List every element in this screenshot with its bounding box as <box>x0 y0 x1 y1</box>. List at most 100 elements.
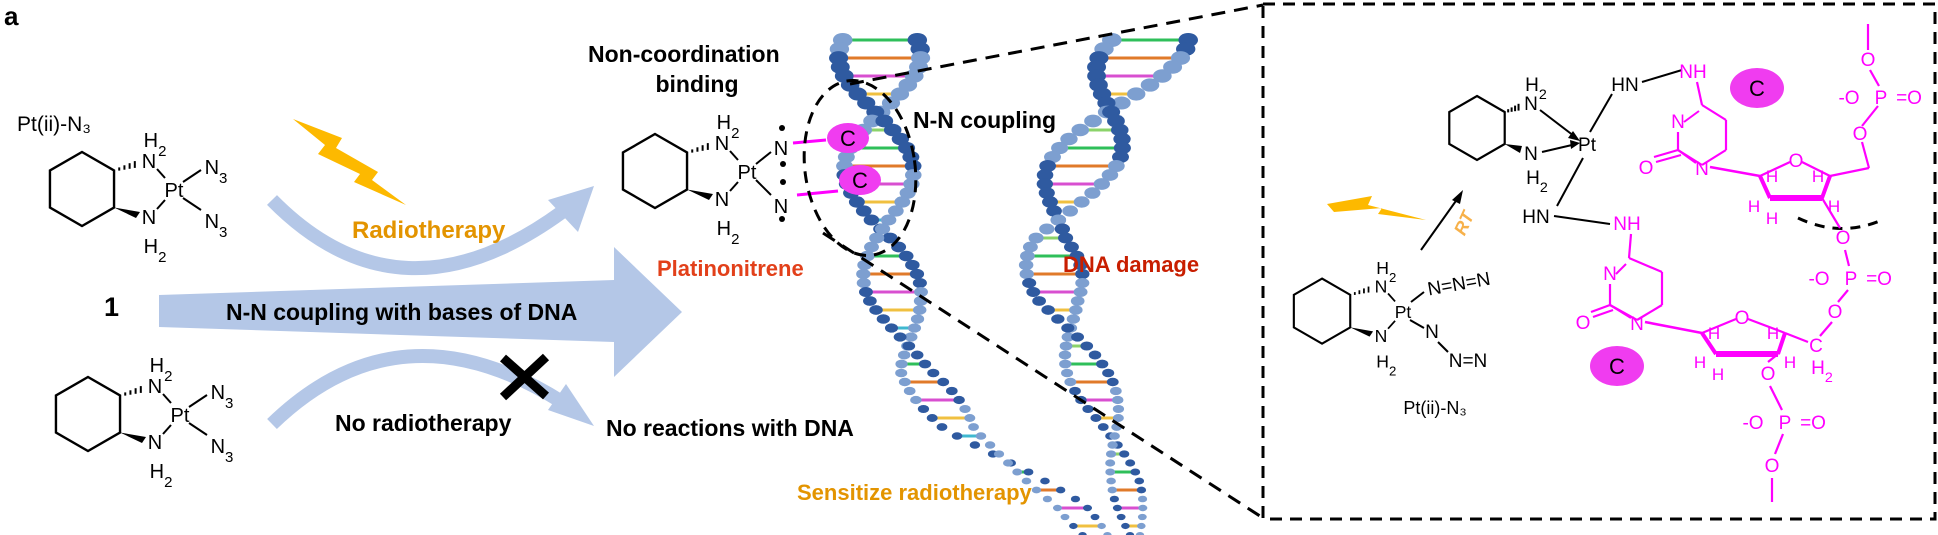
radiotherapy-label: Radiotherapy <box>352 217 506 244</box>
phosphate-o: =O <box>1896 88 1922 109</box>
bond <box>1627 233 1633 259</box>
ring-bond <box>1701 104 1727 121</box>
backbone-bead <box>1069 305 1083 315</box>
atom-symbol: C <box>1609 354 1625 379</box>
bond <box>1387 292 1396 303</box>
bond <box>1539 109 1575 137</box>
subscript: 2 <box>158 249 166 266</box>
platinum-atom: Pt <box>1578 135 1597 156</box>
atom-symbol: C <box>852 168 868 193</box>
backbone-bead <box>874 223 891 235</box>
sugar-h: H <box>1784 353 1796 372</box>
bond <box>1821 197 1841 229</box>
cytosine-marker <box>839 165 881 195</box>
backbone-bead <box>984 441 996 449</box>
bond <box>729 150 739 161</box>
atom-symbol: O <box>1836 228 1851 249</box>
nn-bond <box>792 138 827 145</box>
backbone-bead <box>1044 150 1061 164</box>
atom-symbol: N <box>1524 94 1538 115</box>
amine-n: N <box>142 151 156 173</box>
backbone-bead <box>890 87 910 101</box>
atom-symbol: H <box>1376 258 1389 278</box>
backbone-bead <box>1026 287 1041 297</box>
carbonyl-o: O <box>1576 313 1591 334</box>
subscript: 3 <box>219 170 227 187</box>
backbone-bead <box>1069 522 1078 530</box>
subscript: 2 <box>164 368 172 385</box>
ring-bond <box>1628 256 1663 274</box>
inset-lightning-icon <box>1327 196 1426 220</box>
amine-n: N <box>148 432 162 454</box>
ring-bond <box>1636 304 1663 321</box>
bond <box>1592 308 1614 319</box>
bond <box>1759 161 1791 177</box>
amine-n: N <box>1524 94 1538 115</box>
non-coordination-label: Non-coordination <box>588 41 780 67</box>
subscript: 3 <box>219 224 227 241</box>
backbone-bead <box>893 332 907 342</box>
platinum-atom: Pt <box>738 162 757 184</box>
cyclohexane-ring <box>1292 277 1352 345</box>
bond <box>1644 320 1703 335</box>
backbone-bead <box>1071 123 1090 137</box>
bond <box>1773 433 1785 455</box>
backbone-bead <box>876 314 890 324</box>
backbone-bead <box>1066 314 1080 324</box>
carbonyl-o: O <box>1639 158 1654 179</box>
backbone-bead <box>912 305 927 315</box>
atom-symbol: N <box>1524 144 1538 165</box>
atom-symbol: Pt <box>738 162 757 184</box>
ester-o: O <box>1836 228 1851 249</box>
atom-symbol: N <box>1375 277 1388 297</box>
atom-symbol: Pt <box>1578 135 1597 156</box>
atom-symbol: O <box>1828 302 1843 323</box>
lone-pair-dot <box>780 179 786 185</box>
ring-o: O <box>1735 308 1750 329</box>
phosphorus: P <box>1779 413 1792 434</box>
atom-symbol: N=N=N <box>1426 269 1492 301</box>
backbone-bead <box>857 96 876 110</box>
ring-n: N <box>1695 159 1709 180</box>
atom-symbol: H <box>1526 168 1540 189</box>
backbone-bead <box>1036 169 1054 181</box>
atom-symbol: NH <box>1679 62 1706 83</box>
bond <box>1409 319 1425 329</box>
amine-h2: H2 <box>150 355 173 385</box>
backbone-bead <box>1097 522 1106 530</box>
bond <box>156 199 166 210</box>
backbone-bead <box>1083 504 1093 512</box>
atom-symbol: P <box>1779 413 1792 434</box>
atom-symbol: H <box>1812 167 1824 186</box>
atom-symbol: Pt <box>1395 302 1412 322</box>
backbone-bead <box>1021 477 1032 485</box>
backbone-bead <box>1084 114 1102 128</box>
amine-n: N <box>142 207 156 229</box>
backbone-bead <box>1078 532 1087 535</box>
bond <box>1758 175 1772 199</box>
backbone-bead <box>894 196 911 208</box>
radiotherapy-arrow <box>267 195 567 276</box>
atom-symbol: H <box>1708 324 1720 343</box>
atom-symbol: H <box>150 355 164 377</box>
strand-break-mark <box>1797 216 1883 230</box>
backbone-bead <box>968 423 979 431</box>
backbone-bead <box>936 423 948 431</box>
platinum-atom: Pt <box>1395 302 1412 322</box>
bond <box>1869 69 1880 87</box>
backbone-bead <box>1038 187 1055 199</box>
backbone-bead <box>1062 205 1078 217</box>
atom-symbol: N <box>715 189 729 211</box>
backbone-bead <box>1105 468 1116 476</box>
bond <box>1861 105 1879 127</box>
backbone-bead <box>904 160 922 172</box>
bond <box>1701 317 1737 335</box>
backbone-bead <box>1060 132 1078 146</box>
atom-symbol: O <box>1576 313 1591 334</box>
subscript: 2 <box>731 231 739 248</box>
bond <box>1784 331 1809 344</box>
backbone-bead <box>1050 214 1067 226</box>
no-reactions-label: No reactions with DNA <box>606 415 854 441</box>
backbone-bead <box>975 432 987 440</box>
